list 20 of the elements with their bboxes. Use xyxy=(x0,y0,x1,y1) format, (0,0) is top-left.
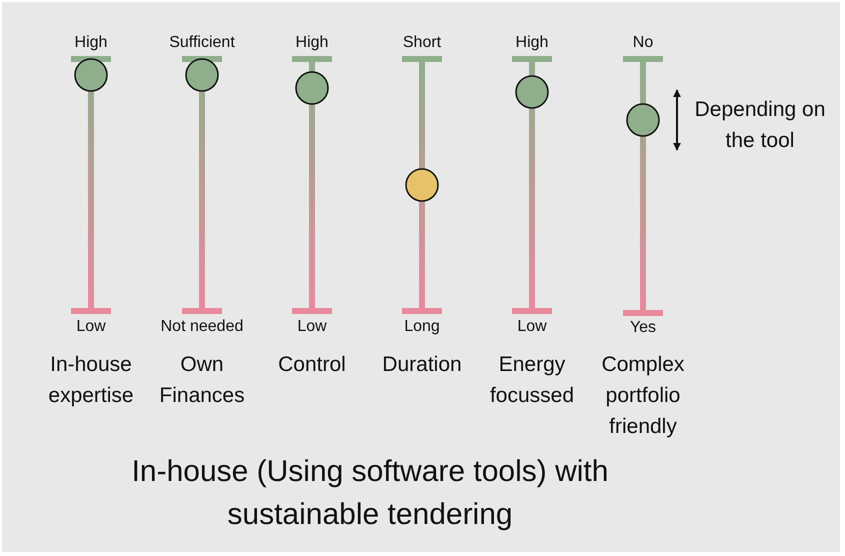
diagram-title: In-house (Using software tools) with sustainable tendering xyxy=(130,454,610,533)
scale-top-label: Short xyxy=(402,34,442,52)
scale-name: Duration xyxy=(381,352,463,378)
scale-top-label: High xyxy=(294,34,330,52)
scale-bottom-label: Not needed xyxy=(160,318,244,336)
note-text: Depending on the tool xyxy=(694,97,826,154)
scale-name: In-house expertise xyxy=(47,352,135,409)
scale-bottom-label: Low xyxy=(75,318,107,336)
scale-bottom-label: Low xyxy=(296,318,328,336)
scale-top-label: No xyxy=(632,34,654,52)
scale-name: Complex portfolio friendly xyxy=(600,352,686,440)
scale-top-label: High xyxy=(74,34,108,52)
scale-name: Own Finances xyxy=(158,352,246,409)
scale-bottom-label: Yes xyxy=(628,319,658,337)
scale-bottom-label: Long xyxy=(403,318,441,336)
scale-top-label: High xyxy=(514,34,550,52)
scale-name: Control xyxy=(277,352,347,378)
scale-top-label: Sufficient xyxy=(168,34,236,52)
scale-bottom-label: Low xyxy=(516,318,548,336)
scale-name: Energy focussed xyxy=(488,352,576,409)
